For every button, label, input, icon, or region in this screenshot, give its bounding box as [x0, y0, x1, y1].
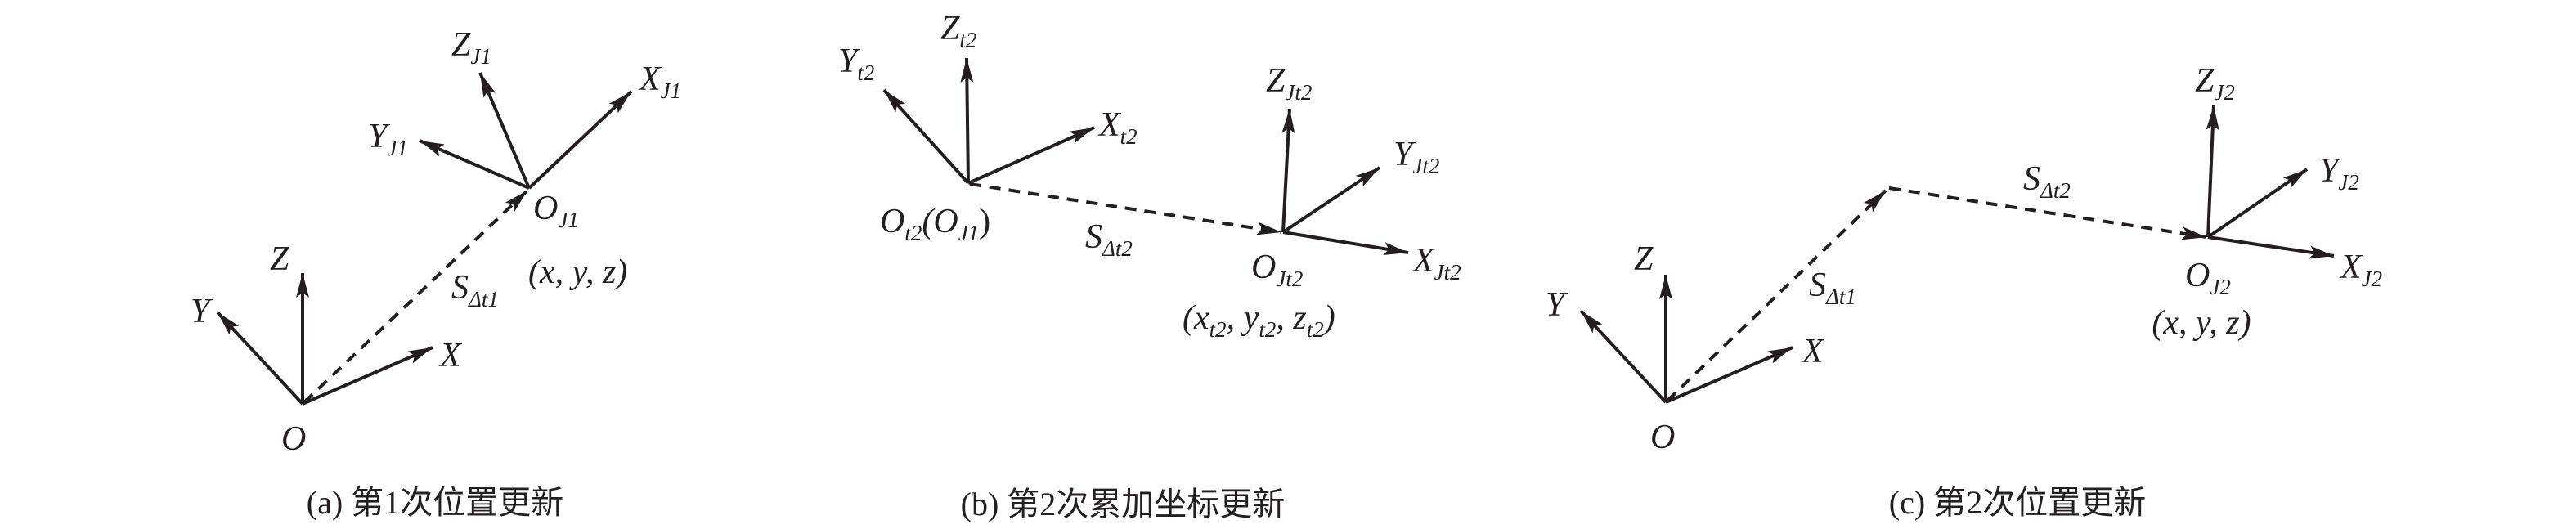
label-z: Z	[1634, 240, 1654, 278]
displacement-arrow-s-dt2	[1888, 186, 2207, 240]
yj2-axis-arrow	[2206, 168, 2309, 239]
panel-c: Z Y X O SΔt1 SΔt2 ZJ2 YJ2 OJ2 XJ2 (x, y,…	[1546, 62, 2382, 521]
label-origin-o: O	[1650, 419, 1675, 456]
zjt2-axis-arrow	[1281, 108, 1295, 233]
label-s-dt1: SΔt1	[451, 269, 499, 312]
label-yjt2: YJt2	[1393, 136, 1439, 178]
label-coordinate-xyz: (x, y, z)	[2152, 304, 2251, 342]
label-x: X	[1801, 333, 1825, 370]
y-axis-arrow	[216, 311, 304, 406]
label-z: Z	[270, 240, 289, 278]
label-xjt2: XJt2	[1411, 242, 1461, 285]
label-yj1: YJ1	[368, 118, 408, 160]
label-origin-o: O	[281, 420, 306, 458]
label-ot2-oj1: Ot2(OJ1)	[880, 203, 990, 245]
panel-b: Zt2 Yt2 Xt2 Ot2(OJ1) SΔt2 ZJt2 YJt2 OJt2…	[838, 10, 1461, 522]
yt2-axis-arrow	[882, 88, 970, 185]
label-s-dt2: SΔt2	[1085, 218, 1133, 261]
panel-a: Z Y X O ZJ1 XJ1 YJ1 OJ1 (x, y, z) SΔt1 (…	[191, 26, 681, 521]
label-oj1: OJ1	[533, 190, 579, 232]
label-oj2: OJ2	[2185, 257, 2231, 299]
xj1-axis-arrow	[527, 90, 633, 190]
label-ojt2: OJt2	[1251, 249, 1303, 291]
zj2-axis-arrow	[2206, 105, 2219, 238]
displacement-arrow-s-dt1	[303, 189, 529, 404]
caption-c: (c) 第2次位置更新	[1889, 484, 2146, 521]
zt2-axis-arrow	[960, 57, 974, 184]
zj1-axis-arrow	[478, 72, 531, 189]
caption-b: (b) 第2次累加坐标更新	[961, 486, 1286, 522]
displacement-arrow-s-dt1	[1666, 189, 1887, 402]
label-xj2: XJ2	[2339, 249, 2382, 291]
x-axis-arrow	[302, 346, 433, 406]
label-zjt2: ZJt2	[1266, 62, 1312, 105]
yj1-axis-arrow	[419, 139, 530, 190]
y-axis-arrow	[1579, 309, 1667, 404]
caption-a: (a) 第1次位置更新	[307, 484, 563, 521]
label-s-dt2: SΔt2	[2023, 160, 2071, 203]
x-axis-arrow	[1665, 346, 1793, 404]
label-yt2: Yt2	[838, 43, 874, 85]
label-s-dt1: SΔt1	[1809, 267, 1856, 309]
label-coordinate-xyz: (x, y, z)	[528, 253, 627, 291]
xjt2-axis-arrow	[1282, 231, 1409, 256]
label-coordinate-xt2-yt2-zt2: (xt2, yt2, zt2)	[1183, 299, 1335, 342]
label-zt2: Zt2	[940, 10, 976, 52]
label-zj1: ZJ1	[451, 26, 491, 69]
label-xt2: Xt2	[1097, 106, 1138, 149]
xj2-axis-arrow	[2207, 235, 2335, 259]
xt2-axis-arrow	[967, 126, 1095, 185]
label-y: Y	[1546, 286, 1568, 324]
displacement-arrow-s-dt2	[969, 182, 1282, 235]
yjt2-axis-arrow	[1281, 166, 1381, 234]
label-zj2: ZJ2	[2195, 62, 2235, 105]
label-xj1: XJ1	[638, 61, 681, 103]
label-yj2: YJ2	[2319, 152, 2359, 195]
label-x: X	[438, 337, 463, 374]
label-y: Y	[191, 293, 213, 330]
